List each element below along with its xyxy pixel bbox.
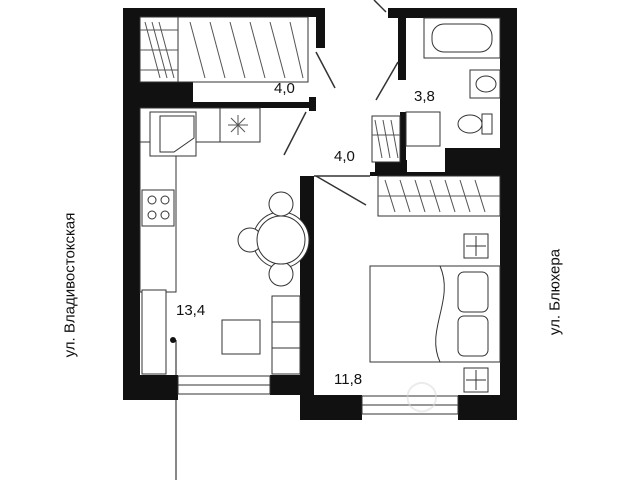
pillow xyxy=(457,271,489,313)
walls xyxy=(123,8,517,420)
wall-bottom-mid xyxy=(270,375,300,395)
area-bedroom: 11,8 xyxy=(334,371,362,388)
door-lines xyxy=(283,0,399,206)
chair xyxy=(268,261,294,287)
washing-machine xyxy=(405,111,441,147)
wall-bath-bottom-left xyxy=(375,160,407,172)
bedroom xyxy=(369,175,501,393)
sink-bowl xyxy=(475,75,497,93)
kitchen-icons xyxy=(228,115,248,135)
wall-bath-left xyxy=(398,8,406,80)
wall-top-left xyxy=(123,8,325,17)
wall-partition xyxy=(300,176,314,420)
wall-wardrobe-bottom xyxy=(123,82,193,102)
bath-cabinet-hatch xyxy=(372,119,400,159)
door-kitchen xyxy=(283,111,307,156)
windows xyxy=(177,375,459,415)
pillow xyxy=(457,315,489,357)
door-bath xyxy=(375,61,399,101)
wall-bedroom-top xyxy=(370,172,517,176)
area-bathroom: 3,8 xyxy=(414,88,435,105)
toilet-tank xyxy=(481,113,493,135)
stove xyxy=(141,189,175,227)
wall-right xyxy=(500,8,517,420)
wall-left xyxy=(123,8,140,400)
wardrobe-left-hangers xyxy=(140,21,304,79)
corner-sink-bowl xyxy=(159,115,195,153)
bedroom-wardrobe-hatch xyxy=(378,179,500,213)
coffee-table xyxy=(221,319,261,355)
wall-kitchen-top-end xyxy=(309,97,316,111)
fridge xyxy=(141,289,167,375)
wall-top-right xyxy=(388,8,517,18)
wall-kitchen-top xyxy=(140,102,315,108)
door-top xyxy=(373,0,387,13)
bathroom-fixtures xyxy=(371,17,501,163)
toilet xyxy=(457,114,483,134)
kitchen xyxy=(139,107,310,375)
door-entry xyxy=(315,51,336,89)
bathtub-inner xyxy=(431,23,493,53)
area-corridor: 4,0 xyxy=(334,148,355,165)
wall-bath-bottom xyxy=(445,148,517,172)
street-label-right: ул. Блюхера xyxy=(546,248,564,336)
blanket-edge xyxy=(435,265,445,363)
sofa xyxy=(271,295,301,375)
watermark: ◯ xyxy=(405,379,439,413)
wall-bottom-right-b xyxy=(458,395,508,420)
wall-bottom-right-a xyxy=(300,395,362,420)
pointer xyxy=(170,337,177,480)
chair xyxy=(268,191,294,217)
dining-table-top xyxy=(256,215,306,265)
door-bedroom xyxy=(315,175,367,206)
lamp-crosses xyxy=(466,236,486,390)
area-kitchen-living: 13,4 xyxy=(176,302,205,319)
street-label-left: ул. Владивостокская xyxy=(61,212,79,358)
wall-bottom-left xyxy=(123,375,178,400)
wall-stub-top xyxy=(316,8,325,48)
wall-bath-left-low xyxy=(400,112,406,172)
area-hall: 4,0 xyxy=(274,80,295,97)
